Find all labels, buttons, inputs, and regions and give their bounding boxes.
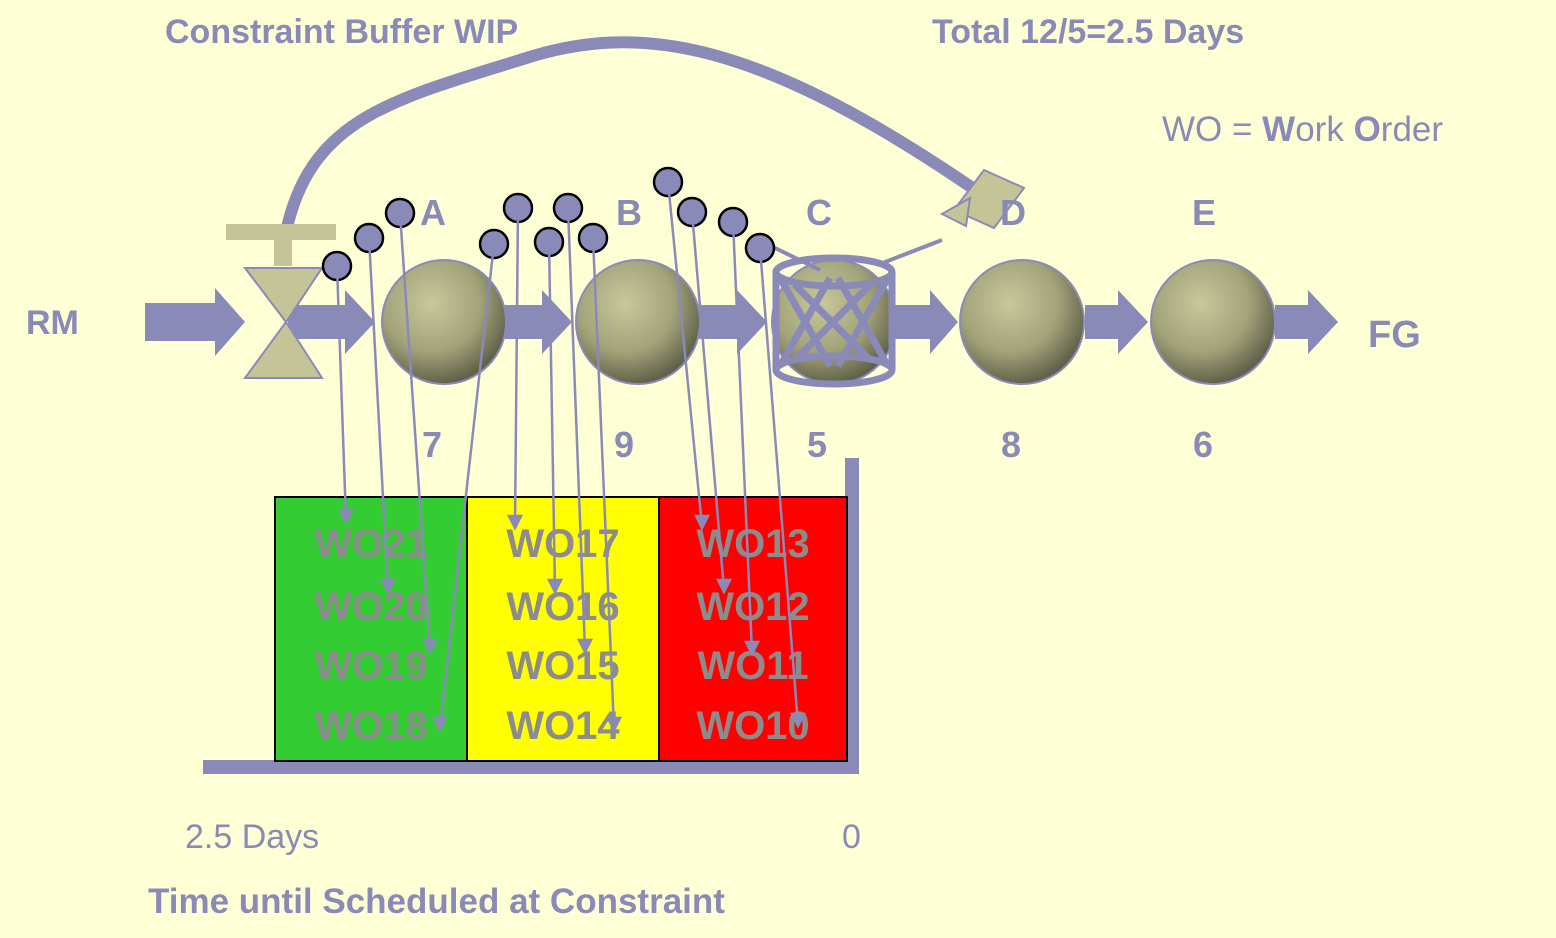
arrow-d-e	[1085, 290, 1148, 354]
label-rm: RM	[26, 304, 79, 342]
order-tokens	[321, 166, 776, 282]
rope-plug-icon	[939, 168, 1026, 230]
machine-b	[575, 259, 701, 385]
connector-head	[431, 716, 449, 733]
station-label-e: E	[1192, 192, 1217, 233]
station-value-b: 9	[614, 424, 635, 465]
arrow-c-d	[893, 290, 958, 354]
station-value-e: 6	[1193, 424, 1214, 465]
connector-head	[506, 514, 524, 531]
buffer-zone-red	[658, 496, 848, 762]
connector-wo14	[591, 237, 616, 729]
work-order: WO19	[314, 644, 428, 688]
connector-head	[605, 716, 623, 733]
station-value-a: 7	[422, 424, 443, 465]
station-label-c: C	[806, 192, 832, 233]
station-value-c: 5	[807, 424, 828, 465]
work-order: WO10	[696, 704, 810, 748]
connector-head	[546, 578, 564, 595]
connector-wo16	[547, 241, 557, 591]
connector-wo11	[731, 221, 754, 653]
work-order: WO20	[314, 585, 428, 629]
title-total: Total 12/5=2.5 Days	[932, 13, 1245, 51]
work-order: WO16	[506, 585, 620, 629]
connector-head	[379, 578, 397, 595]
buffer-zone-yellow	[466, 496, 660, 762]
connector-head	[337, 508, 355, 525]
connector-wo21	[335, 265, 348, 521]
station-label-b: B	[616, 192, 642, 233]
machine-e	[1150, 259, 1276, 385]
connector-wo20	[367, 237, 390, 591]
work-order: WO18	[314, 704, 428, 748]
connector-wo18	[438, 243, 496, 729]
legend-work-order: WO = Work Order	[1162, 110, 1443, 150]
axis-label-left: 2.5 Days	[185, 818, 320, 856]
station-label-d: D	[1000, 192, 1026, 233]
arrow-rm	[145, 288, 245, 356]
connector-head	[693, 514, 711, 531]
connector-head	[715, 578, 733, 595]
machine-a	[381, 259, 507, 385]
title-constraint-buffer: Constraint Buffer WIP	[165, 13, 519, 51]
arrow-fg	[1275, 290, 1338, 354]
label-fg: FG	[1368, 314, 1421, 356]
connector-wo15	[566, 207, 587, 651]
axis-label-right: 0	[842, 818, 861, 856]
station-label-a: A	[420, 192, 446, 233]
rope-curve	[280, 36, 996, 238]
buffer-axis-vertical	[845, 458, 859, 774]
arrow-gate-a	[288, 290, 375, 354]
connector-head	[576, 638, 594, 655]
legend-o: O	[1353, 110, 1381, 149]
flow-arrows	[145, 288, 1338, 356]
connector-wo19	[398, 212, 432, 651]
buffer-axis-horizontal	[203, 760, 859, 774]
connector-wo10	[758, 247, 800, 725]
legend-ork: ork	[1295, 110, 1354, 149]
arrow-b-c	[699, 290, 767, 354]
drumstick-left	[772, 245, 821, 272]
connector-wo13	[666, 181, 704, 527]
connector-head	[789, 712, 807, 729]
work-order: WO15	[506, 644, 620, 688]
drum-icon	[772, 254, 896, 388]
work-order: WO13	[696, 522, 810, 566]
connector-head	[743, 640, 761, 657]
station-value-d: 8	[1001, 424, 1022, 465]
legend-prefix: WO =	[1162, 110, 1263, 149]
legend-rder: rder	[1380, 110, 1444, 149]
connector-head	[421, 638, 439, 655]
drumstick-right	[879, 238, 943, 266]
connector-wo12	[690, 211, 726, 591]
arrow-a-b	[505, 290, 572, 354]
work-order: WO17	[506, 522, 620, 566]
work-order: WO14	[506, 704, 620, 748]
release-gate-icon	[226, 224, 336, 379]
work-order: WO21	[314, 522, 428, 566]
legend-w: W	[1262, 110, 1296, 149]
axis-title: Time until Scheduled at Constraint	[148, 882, 725, 921]
machine-d	[959, 259, 1085, 385]
connector-wo17	[513, 207, 520, 527]
